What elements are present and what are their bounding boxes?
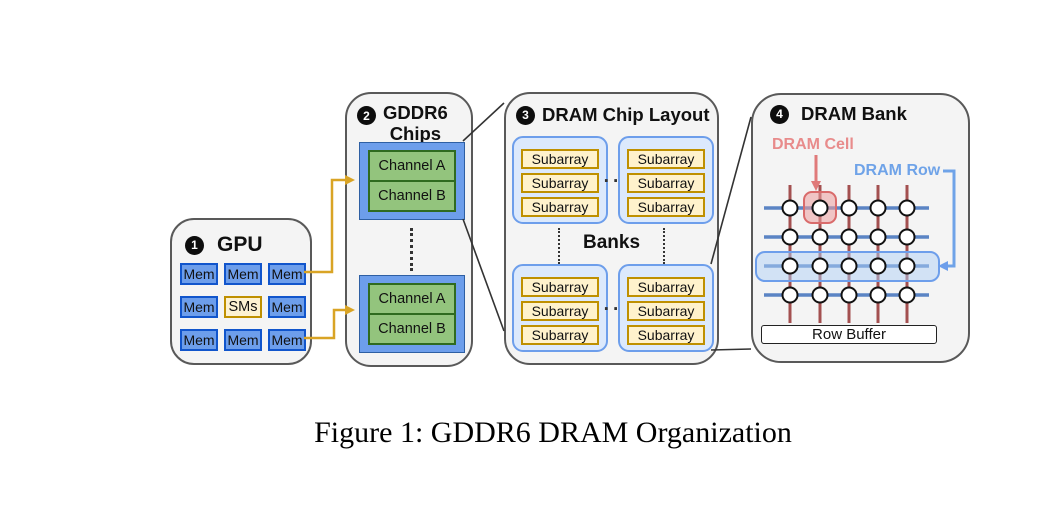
chip-layout-title: DRAM Chip Layout (542, 104, 710, 125)
gpu-panel: 1 GPU Mem Mem Mem Mem SMs Mem Mem Mem Me… (170, 218, 312, 365)
bank-hdots-top: ·· (603, 171, 623, 192)
dram-bank-grid (755, 155, 956, 323)
chips-title-line1: GDDR6 (383, 102, 448, 123)
bank-top-right: Subarray Subarray Subarray (618, 136, 714, 224)
subarray-box: Subarray (521, 173, 599, 193)
subarray-box: Subarray (521, 301, 599, 321)
badge-1: 1 (185, 235, 204, 255)
row-buffer: Row Buffer (761, 325, 937, 344)
bank-ellipsis-right (663, 228, 665, 264)
banks-label: Banks (582, 232, 641, 253)
bank-top-left: Subarray Subarray Subarray (512, 136, 608, 224)
mem-box: Mem (268, 329, 306, 351)
mem-box: Mem (268, 296, 306, 318)
gddr6-chips-panel: 2 GDDR6 Chips Channel A Channel B Channe… (345, 92, 473, 367)
dram-chip-layout-panel: 3 DRAM Chip Layout Subarray Subarray Sub… (504, 92, 719, 365)
badge-4: 4 (770, 104, 789, 124)
subarray-box: Subarray (521, 277, 599, 297)
subarray-box: Subarray (627, 173, 705, 193)
chips-title-line2: Chips (389, 122, 442, 144)
chips-ellipsis-dots (410, 228, 413, 271)
gddr6-chip-bottom: Channel A Channel B (359, 275, 465, 353)
bank-ellipsis-left (558, 228, 560, 264)
subarray-box: Subarray (521, 149, 599, 169)
dram-row-arrow (938, 169, 956, 271)
bank-hdots-bottom: ·· (603, 299, 623, 320)
subarray-box: Subarray (627, 149, 705, 169)
bank-bottom-left: Subarray Subarray Subarray (512, 264, 608, 352)
subarray-box: Subarray (521, 325, 599, 345)
gpu-mem-grid: Mem Mem Mem Mem SMs Mem Mem Mem Mem (180, 263, 306, 351)
subarray-box: Subarray (627, 325, 705, 345)
bank-zoom-line-bottom (710, 348, 752, 351)
channel-a-box: Channel A (370, 285, 454, 315)
mem-box: Mem (268, 263, 306, 285)
channel-a-box: Channel A (370, 152, 454, 182)
gpu-title: GPU (217, 233, 263, 256)
dram-bank-title: DRAM Bank (801, 103, 907, 124)
mem-box: Mem (224, 329, 262, 351)
dram-cell-label: DRAM Cell (772, 136, 854, 153)
subarray-box: Subarray (627, 301, 705, 321)
subarray-box: Subarray (627, 277, 705, 297)
mem-box: Mem (180, 329, 218, 351)
bank-bottom-right: Subarray Subarray Subarray (618, 264, 714, 352)
subarray-box: Subarray (521, 197, 599, 217)
badge-2: 2 (357, 106, 376, 125)
dram-bank-panel: 4 DRAM Bank DRAM Cell DRAM Row (751, 93, 970, 363)
figure-caption: Figure 1: GDDR6 DRAM Organization (314, 416, 792, 449)
mem-box: Mem (224, 263, 262, 285)
gddr6-chip-top: Channel A Channel B (359, 142, 465, 220)
channel-b-box: Channel B (370, 182, 454, 210)
channel-b-box: Channel B (370, 315, 454, 343)
sms-box: SMs (224, 296, 262, 318)
subarray-box: Subarray (627, 197, 705, 217)
dram-row-label: DRAM Row (854, 162, 941, 179)
badge-3: 3 (516, 105, 535, 125)
dram-cells (781, 199, 916, 304)
mem-box: Mem (180, 263, 218, 285)
mem-box: Mem (180, 296, 218, 318)
